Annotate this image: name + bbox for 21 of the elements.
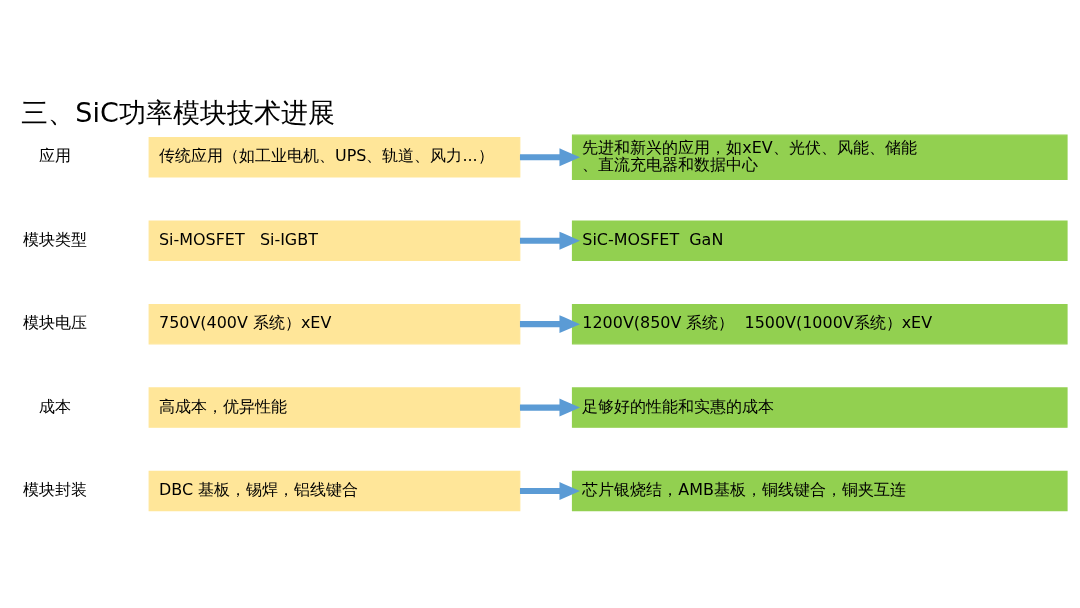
node-box: 1200V(850V 系统） 1500V(1000V系统）xEV [571, 303, 1068, 344]
label: 模块电压 [22, 312, 87, 332]
arrow [519, 481, 581, 500]
node-box: 传统应用（如工业电机、UPS、轨道、风力...） [148, 136, 521, 177]
node-box: 先进和新兴的应用，如xEV、光伏、风能、储能、直流充电器和数据中心 [571, 134, 1068, 180]
node-box: 750V(400V 系统）xEV [148, 303, 521, 344]
label: 模块类型 [22, 229, 87, 249]
node-box: 足够好的性能和实惠的成本 [571, 386, 1068, 428]
arrow [519, 147, 581, 166]
label: 应用 [38, 145, 71, 165]
label: 模块封装 [22, 479, 87, 499]
diagram-title: 三、SiC功率模块技术进展 [21, 96, 335, 128]
label: 成本 [38, 396, 71, 416]
node-box: Si-MOSFET Si-IGBT [148, 219, 521, 261]
node-box: 高成本，优异性能 [148, 386, 521, 428]
node-box: DBC 基板，锡焊，铝线键合 [148, 470, 521, 511]
arrow [519, 314, 581, 333]
node-box: 芯片银烧结，AMB基板，铜线键合，铜夹互连 [571, 470, 1068, 511]
arrow [519, 231, 581, 250]
node-box: SiC-MOSFET GaN [571, 219, 1068, 261]
arrow [519, 398, 581, 417]
